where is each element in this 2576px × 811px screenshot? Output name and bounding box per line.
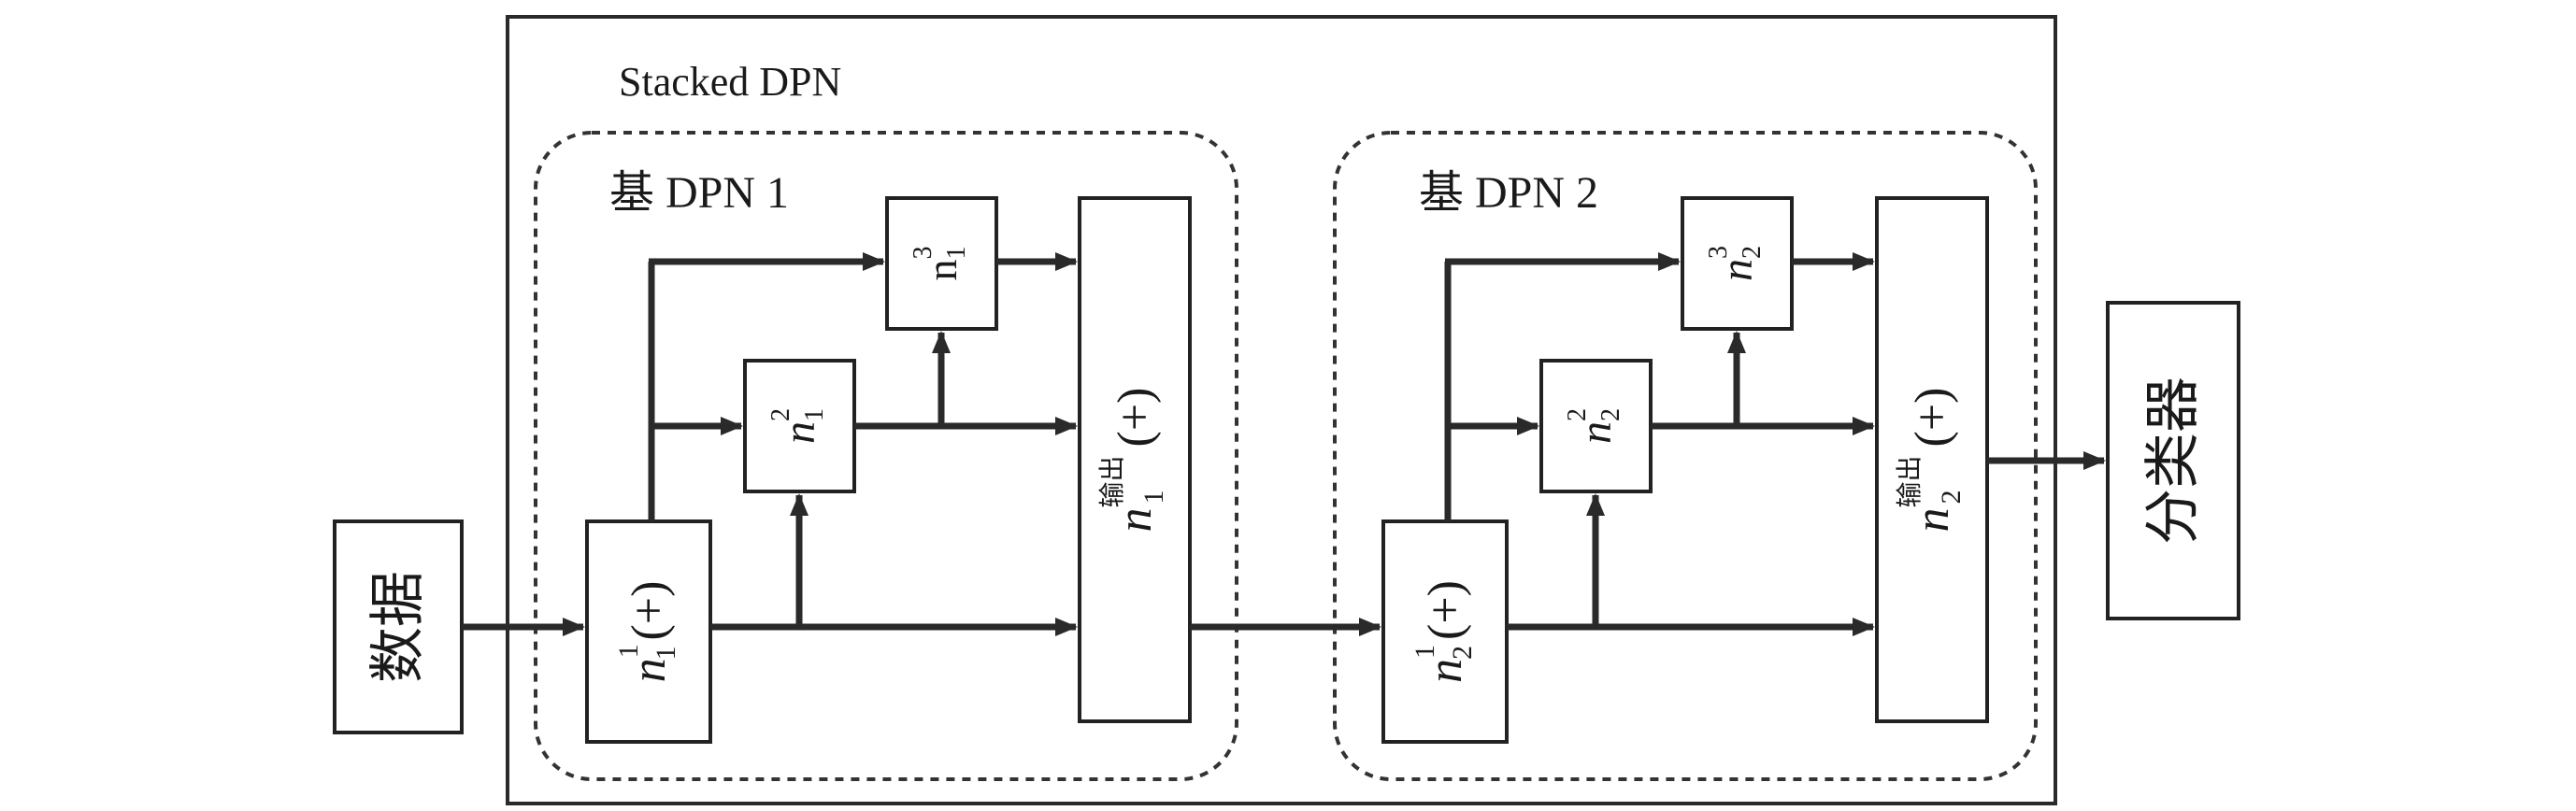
stacked-dpn-frame: [506, 15, 2057, 805]
base1-node1-box: [585, 519, 712, 744]
base-dpn-1-title: 基 DPN 1: [609, 168, 789, 218]
base2-node1-box: [1381, 519, 1509, 744]
stacked-dpn-label: Stacked DPN: [619, 59, 841, 105]
data-input-label: 数据: [367, 571, 429, 683]
base-dpn-1-group: [534, 131, 1238, 781]
base1-node2-box: [743, 359, 856, 493]
classifier-box: [2106, 301, 2240, 620]
base2-connections: [1190, 252, 2106, 636]
base1-connections: [462, 252, 1078, 636]
base-dpn-2-group: [1333, 131, 2038, 781]
classifier-label: 分类器: [2142, 377, 2204, 545]
base2-output-box: [1875, 196, 1989, 723]
base-dpn-2-title: 基 DPN 2: [1419, 168, 1598, 218]
base2-node3-box: [1681, 196, 1794, 331]
base1-output-box: [1078, 196, 1192, 723]
base1-node3-box: [885, 196, 998, 331]
